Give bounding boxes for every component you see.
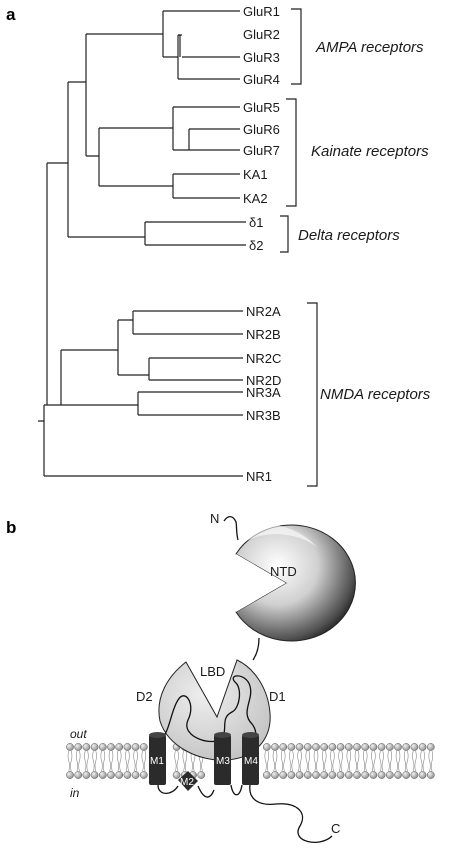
leaf-glur1: GluR1 (243, 4, 280, 19)
panel-a-label: a (6, 5, 16, 24)
leaf-glur2: GluR2 (243, 27, 280, 42)
label-c-terminus: C (331, 821, 340, 836)
membrane-bilayer (66, 743, 435, 779)
leaf-glur7: GluR7 (243, 143, 280, 158)
tm-segments (149, 732, 259, 791)
ntd-domain (228, 524, 356, 642)
label-out: out (70, 727, 87, 741)
leaf-nr1: NR1 (246, 469, 272, 484)
panel-b-label: b (6, 518, 16, 537)
leaf-delta2: δ2 (249, 238, 263, 253)
label-m2: M2 (180, 777, 194, 788)
n-terminus-chain (223, 515, 239, 541)
c-terminal-tail (249, 784, 333, 843)
leaf-glur5: GluR5 (243, 100, 280, 115)
ntd-lbd-linker (252, 637, 260, 661)
label-n-terminus: N (210, 511, 219, 526)
group-nmda: NMDA receptors (320, 386, 431, 403)
label-m4: M4 (244, 756, 258, 767)
label-in: in (70, 786, 80, 800)
leaf-ka2: KA2 (243, 191, 268, 206)
leaf-delta1: δ1 (249, 215, 263, 230)
segment-m4 (242, 735, 259, 785)
leaf-ka1: KA1 (243, 167, 268, 182)
label-m1: M1 (150, 756, 164, 767)
label-m3: M3 (216, 756, 230, 767)
leaf-nr3a: NR3A (246, 385, 281, 400)
intracellular-loops (157, 784, 243, 798)
segment-m1 (149, 735, 166, 785)
tree-leaf-labels: GluR1 GluR2 GluR3 GluR4 GluR5 GluR6 GluR… (243, 4, 281, 484)
leaf-glur4: GluR4 (243, 72, 280, 87)
leaf-glur3: GluR3 (243, 50, 280, 65)
group-ampa: AMPA receptors (315, 39, 424, 56)
label-ntd: NTD (270, 564, 297, 579)
group-brackets (280, 8, 318, 487)
leaf-nr2c: NR2C (246, 351, 281, 366)
tree-branches (38, 10, 246, 477)
group-kainate: Kainate receptors (311, 143, 429, 160)
leaf-nr2b: NR2B (246, 327, 281, 342)
leaf-glur6: GluR6 (243, 122, 280, 137)
leaf-nr2d: NR2D (246, 373, 281, 388)
label-lbd: LBD (200, 664, 225, 679)
segment-m2 (178, 771, 198, 791)
leaf-nr3b: NR3B (246, 408, 281, 423)
leaf-nr2a: NR2A (246, 304, 281, 319)
label-d1: D1 (269, 689, 286, 704)
segment-m3 (214, 735, 231, 785)
group-labels: AMPA receptors Kainate receptors Delta r… (298, 39, 431, 403)
group-delta: Delta receptors (298, 227, 400, 244)
label-d2: D2 (136, 689, 153, 704)
lbd-chain (157, 675, 257, 753)
